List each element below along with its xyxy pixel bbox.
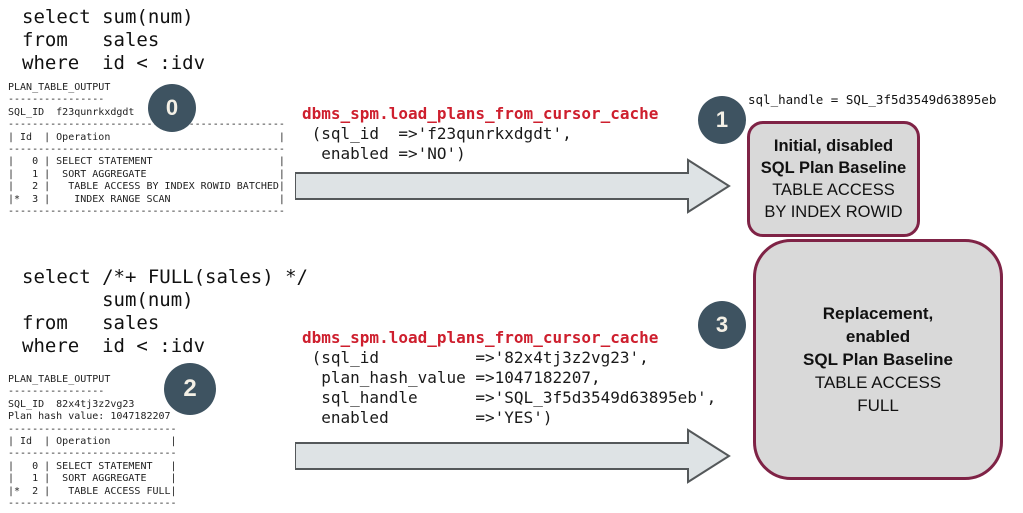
baseline-box-initial: Initial, disabled SQL Plan Baseline TABL… <box>747 121 920 237</box>
baseline1-title-line2: SQL Plan Baseline <box>760 159 907 177</box>
baseline2-title-line1: Replacement, <box>822 304 934 323</box>
step-badge-3: 3 <box>698 301 746 349</box>
step-badge-2: 2 <box>164 363 216 415</box>
baseline2-title-line3: SQL Plan Baseline <box>803 350 953 369</box>
baseline2-title-line2: enabled <box>845 327 911 346</box>
spm-call-2-title: dbms_spm.load_plans_from_cursor_cache <box>302 328 659 347</box>
spm-call-2-args: (sql_id =>'82x4tj3z2vg23', plan_hash_val… <box>311 348 717 427</box>
spm-call-1: dbms_spm.load_plans_from_cursor_cache (s… <box>302 103 658 164</box>
baseline2-detail-line2: FULL <box>857 396 899 415</box>
step-badge-1: 1 <box>698 96 746 144</box>
plan-table-output-initial: PLAN_TABLE_OUTPUT ---------------- SQL_I… <box>8 82 285 218</box>
sql-query-initial: select sum(num) from sales where id < :i… <box>22 6 206 74</box>
spm-call-1-title: dbms_spm.load_plans_from_cursor_cache <box>302 104 659 123</box>
sql-handle-label: sql_handle = SQL_3f5d3549d63895eb <box>748 92 997 107</box>
baseline-box-replacement: Replacement, enabled SQL Plan Baseline T… <box>753 239 1003 480</box>
flow-arrow-right-1 <box>295 158 731 214</box>
spm-call-1-args: (sql_id =>'f23qunrkxdgdt', enabled =>'NO… <box>311 124 572 163</box>
plan-table-output-full: PLAN_TABLE_OUTPUT ---------------- SQL_I… <box>8 374 177 510</box>
sql-query-full-hint: select /*+ FULL(sales) */ sum(num) from … <box>22 266 308 357</box>
baseline1-detail-line2: BY INDEX ROWID <box>764 203 903 221</box>
flow-arrow-right-2 <box>295 428 731 484</box>
baseline1-detail-line1: TABLE ACCESS <box>772 181 895 199</box>
step-badge-0: 0 <box>148 84 196 132</box>
baseline1-title-line1: Initial, disabled <box>773 137 894 155</box>
spm-call-2: dbms_spm.load_plans_from_cursor_cache (s… <box>302 327 716 428</box>
baseline2-detail-line1: TABLE ACCESS <box>814 373 942 392</box>
